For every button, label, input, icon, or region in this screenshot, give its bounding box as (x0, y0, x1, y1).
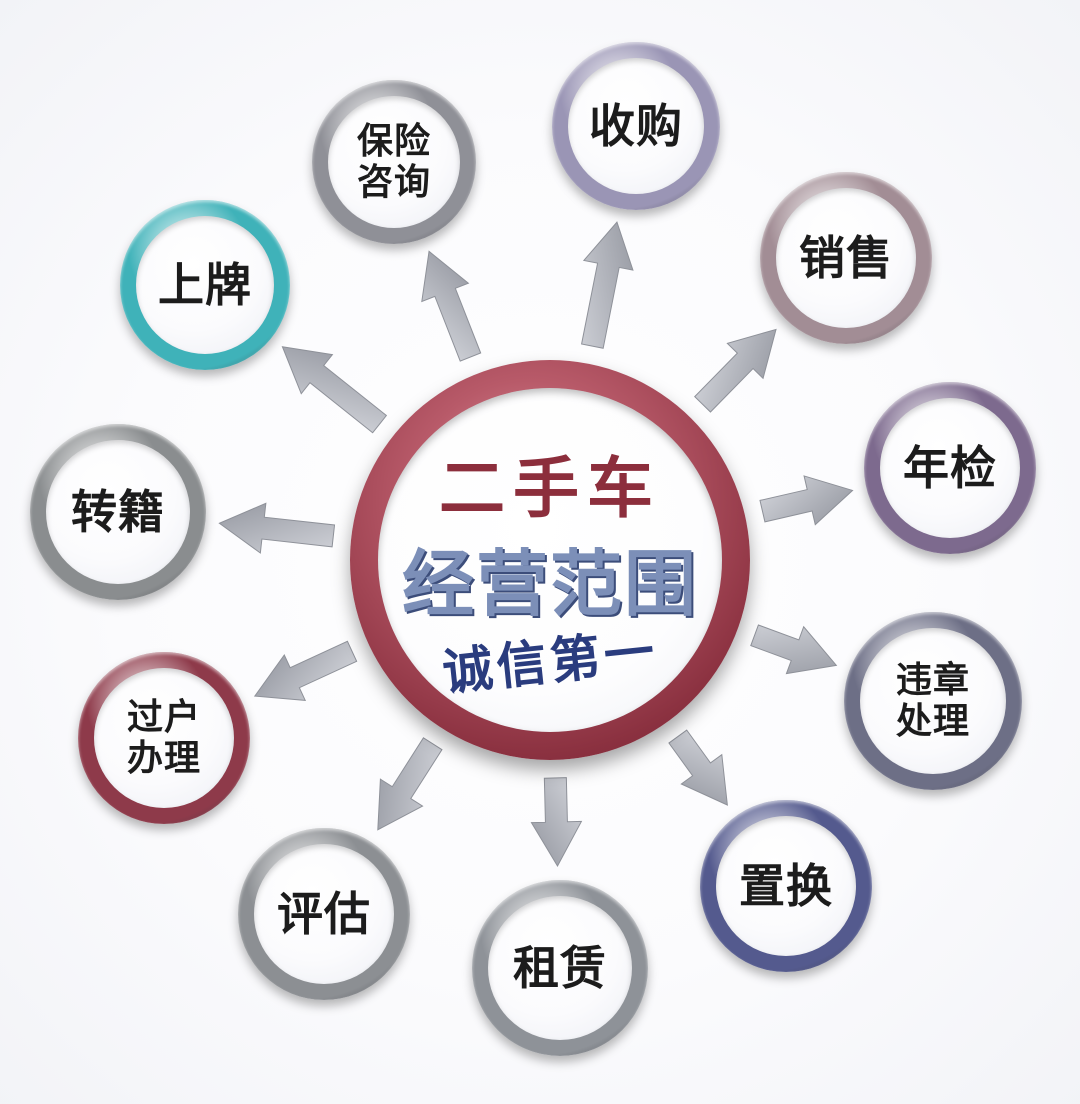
node-trade-in: 置换 (700, 800, 872, 972)
node-acquisition: 收购 (552, 42, 720, 210)
node-label: 收购 (589, 98, 683, 153)
node-registration: 上牌 (120, 200, 290, 370)
arrow-8 (668, 729, 728, 806)
node-violation-handling: 违章 处理 (844, 612, 1022, 790)
arrow-3 (694, 328, 777, 413)
center-title: 二手车 (439, 450, 661, 527)
arrow-6 (750, 624, 838, 675)
center-inner (378, 388, 722, 732)
node-label: 保险 咨询 (356, 120, 431, 203)
arrow-10 (530, 777, 583, 868)
arrow-7 (253, 640, 358, 701)
center-ring: 二手车 经营范围 诚信第一 (350, 360, 750, 760)
node-label: 评估 (277, 886, 371, 941)
node-label: 过户 办理 (126, 696, 201, 779)
node-sales: 销售 (760, 172, 932, 344)
node-label: 违章 处理 (895, 659, 970, 742)
arrow-5 (218, 502, 336, 554)
node-leasing: 租赁 (472, 880, 648, 1056)
arrow-4 (759, 475, 854, 526)
node-evaluation: 评估 (238, 828, 410, 1000)
arrow-9 (377, 737, 443, 831)
node-label: 销售 (799, 230, 893, 285)
arrow-1 (580, 221, 634, 349)
node-label: 转籍 (71, 484, 165, 539)
arrow-2 (281, 346, 388, 434)
node-annual-inspection: 年检 (864, 382, 1036, 554)
node-label: 租赁 (513, 940, 607, 995)
node-ownership-transfer: 过户 办理 (78, 652, 250, 824)
arrow-0 (421, 250, 482, 362)
node-label: 年检 (903, 440, 997, 495)
node-insurance-consult: 保险 咨询 (312, 80, 476, 244)
node-label: 上牌 (158, 257, 252, 312)
center-subtitle: 经营范围 (401, 542, 698, 626)
node-label: 置换 (739, 858, 833, 913)
node-transfer-registry: 转籍 (30, 424, 206, 600)
